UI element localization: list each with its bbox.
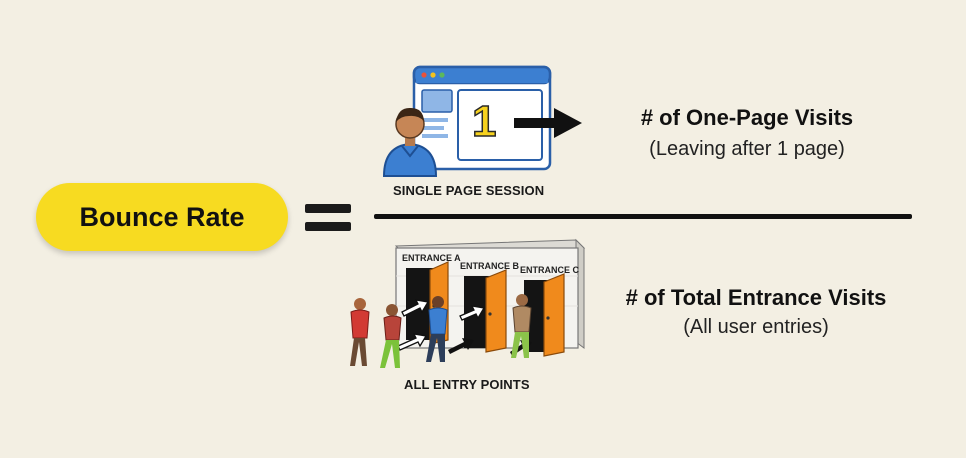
equals-icon [305,204,351,232]
entrance-a-label: ENTRANCE A [402,253,461,263]
walking-people-icon [350,294,532,368]
total-entrance-visits-subtitle: (All user entries) [683,316,829,338]
total-entrance-visits-title: # of Total Entrance Visits [625,285,887,310]
fraction-line [374,214,912,219]
one-page-visits-title: # of One-Page Visits [640,105,854,130]
single-page-session-caption: SINGLE PAGE SESSION [393,183,545,198]
page-number: 1 [472,97,496,146]
browser-window-icon: 1 [412,65,552,171]
person-icon [382,107,438,177]
entrance-b-label: ENTRANCE B [460,261,520,271]
one-page-visits-subtitle: (Leaving after 1 page) [649,138,845,160]
entrance-c-label: ENTRANCE C [520,265,580,275]
bounce-rate-label: Bounce Rate [79,201,245,232]
arrow-right-icon [514,108,582,138]
bounce-rate-pill: Bounce Rate [36,183,288,251]
all-entry-points-caption: ALL ENTRY POINTS [404,377,530,392]
